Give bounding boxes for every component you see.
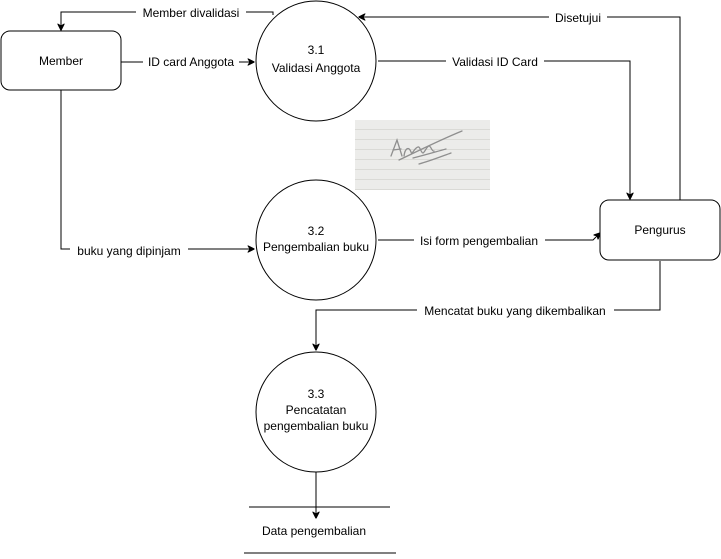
process-3-1-name: Validasi Anggota	[272, 61, 361, 75]
flow-label-mencatat-buku: Mencatat buku yang dikembalikan	[424, 304, 605, 318]
signature-scribble	[390, 130, 463, 165]
entity-pengurus-label: Pengurus	[634, 223, 685, 237]
process-3-2[interactable]: 3.2 Pengembalian buku	[255, 179, 377, 301]
data-store-pengembalian[interactable]: Data pengembalian	[244, 506, 396, 554]
flow-label-id-card-anggota: ID card Anggota	[148, 55, 234, 69]
flow-label-isi-form-pengembalian: Isi form pengembalian	[420, 234, 538, 248]
flow-label-validasi-id-card: Validasi ID Card	[452, 55, 538, 69]
process-3-2-name: Pengembalian buku	[263, 240, 369, 254]
data-store-label: Data pengembalian	[262, 524, 366, 538]
entity-member-label: Member	[39, 54, 83, 68]
signature-image	[355, 120, 490, 190]
process-3-3-name-line1: Pencatatan	[286, 403, 347, 417]
flow-disetujui-line	[359, 17, 681, 200]
process-3-3[interactable]: 3.3 Pencatatan pengembalian buku	[255, 351, 377, 473]
entity-member[interactable]: Member	[0, 30, 122, 91]
flow-label-disetujui: Disetujui	[555, 11, 601, 25]
process-3-3-name-line2: pengembalian buku	[264, 419, 369, 433]
process-3-1-number: 3.1	[308, 43, 325, 57]
flow-label-buku-yang-dipinjam: buku yang dipinjam	[77, 244, 180, 258]
process-3-3-number: 3.3	[308, 387, 325, 401]
process-3-1[interactable]: 3.1 Validasi Anggota	[255, 0, 377, 122]
process-3-2-number: 3.2	[308, 224, 325, 238]
flow-label-member-divalidasi: Member divalidasi	[143, 6, 240, 20]
flow-buku-yang-dipinjam-line	[60, 90, 254, 249]
entity-pengurus[interactable]: Pengurus	[599, 199, 721, 261]
